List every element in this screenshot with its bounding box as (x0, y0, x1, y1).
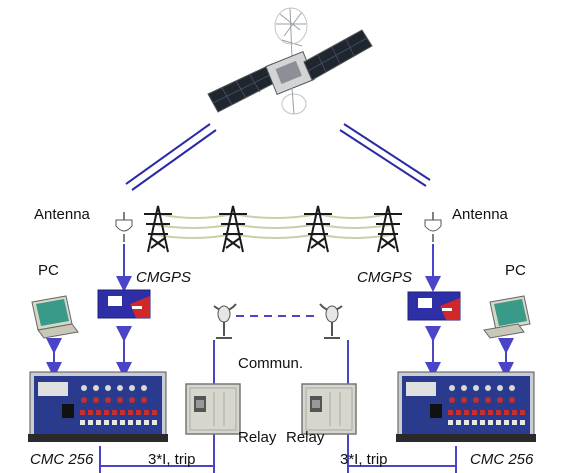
relay-left-label: Relay (238, 429, 277, 446)
cmc-right-label: CMC 256 (470, 451, 534, 468)
cmgps-left-device (97, 289, 151, 319)
cmc-256-right-device (396, 371, 536, 442)
relay-left-device (185, 383, 241, 435)
cmgps-right-label: CMGPS (357, 269, 413, 286)
antenna-right-icon (424, 212, 442, 242)
tower-icon (304, 205, 332, 253)
signals-right-label: 3*I, trip (340, 451, 388, 468)
relay-right-device (301, 383, 357, 435)
tower-icon (144, 205, 172, 253)
comm-dish-left-icon (213, 303, 237, 339)
cmc-left-label: CMC 256 (30, 451, 94, 468)
satellite-link-left (125, 123, 217, 191)
antenna-left-icon (115, 212, 133, 242)
pc-left-label: PC (38, 262, 59, 279)
commun-label: Commun. (238, 355, 304, 372)
signal-lines (99, 446, 457, 473)
pc-right-label: PC (505, 262, 526, 279)
antenna-left-label: Antenna (34, 206, 90, 223)
cmc-256-left-device (28, 371, 168, 442)
pc-right-icon (483, 295, 531, 339)
satellite-icon (207, 7, 373, 115)
signals-left-label: 3*I, trip (148, 451, 196, 468)
cmgps-right-device (407, 291, 461, 321)
pc-left-icon (31, 295, 79, 339)
tower-icon (374, 205, 402, 253)
cmgps-left-label: CMGPS (136, 269, 192, 286)
relay-right-label: Relay (286, 429, 325, 446)
tower-icon (219, 205, 247, 253)
satellite-link-right (339, 123, 431, 187)
antenna-right-label: Antenna (452, 206, 508, 223)
comm-dish-right-icon (319, 303, 343, 339)
power-line (144, 205, 402, 253)
